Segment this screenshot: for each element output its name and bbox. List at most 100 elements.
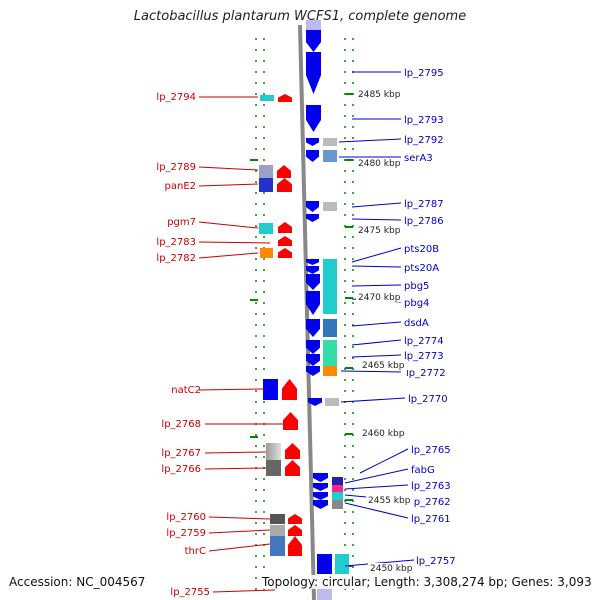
track-dotted-lines bbox=[255, 38, 354, 595]
leader-line bbox=[198, 388, 264, 391]
leader-line bbox=[359, 448, 409, 474]
gene-label-lp_2772[interactable]: lp_2772 bbox=[406, 368, 446, 379]
gene-block bbox=[323, 150, 337, 162]
gene-label-lp_2787[interactable]: lp_2787 bbox=[404, 199, 444, 210]
gene-label-pbg4[interactable]: pbg4 bbox=[404, 298, 429, 309]
gene-block bbox=[332, 492, 343, 500]
leader-line bbox=[204, 467, 267, 470]
gene-label-lp_2789[interactable]: lp_2789 bbox=[156, 162, 196, 173]
gene-block bbox=[263, 379, 278, 400]
gene-block bbox=[260, 95, 274, 101]
gene-label-lp_2768[interactable]: lp_2768 bbox=[161, 419, 201, 430]
gene-forward-arrow bbox=[278, 236, 292, 246]
gene-label-sera3[interactable]: serA3 bbox=[404, 153, 433, 164]
leader-line bbox=[344, 484, 409, 490]
gene-block bbox=[323, 292, 337, 314]
label-leaders bbox=[198, 71, 415, 593]
leader-line bbox=[212, 589, 276, 593]
gene-reverse-arrow bbox=[306, 366, 320, 376]
gene-label-pts20a[interactable]: pts20A bbox=[404, 263, 439, 274]
gene-reverse-arrow bbox=[308, 398, 322, 406]
gene-block bbox=[323, 202, 337, 211]
leader-line bbox=[208, 543, 271, 552]
gene-label-lp_2755[interactable]: lp_2755 bbox=[170, 587, 210, 598]
gene-forward-arrow bbox=[283, 412, 298, 430]
gene-block bbox=[323, 340, 337, 354]
kbp-label: 2455 kbp bbox=[368, 496, 411, 506]
gene-reverse-arrow bbox=[306, 214, 319, 222]
gene-label-lp_2774[interactable]: lp_2774 bbox=[404, 336, 444, 347]
gene-block bbox=[332, 477, 343, 485]
chromosome-backbone bbox=[298, 24, 316, 600]
gene-label-pts20b[interactable]: pts20B bbox=[404, 244, 439, 255]
gene-block bbox=[259, 223, 273, 234]
gene-reverse-arrow bbox=[306, 105, 321, 132]
leader-line bbox=[204, 451, 267, 454]
gene-block bbox=[335, 554, 349, 574]
gene-reverse-arrow bbox=[313, 492, 328, 500]
leader-line bbox=[351, 321, 402, 327]
leader-line bbox=[344, 502, 409, 519]
leader-line bbox=[340, 370, 402, 373]
kbp-label: 2460 kbp bbox=[362, 429, 405, 439]
gene-block bbox=[270, 536, 285, 556]
gene-label-natc2[interactable]: natC2 bbox=[171, 385, 201, 396]
gene-label-lp_2786[interactable]: lp_2786 bbox=[404, 216, 444, 227]
gene-blocks bbox=[259, 20, 349, 600]
gene-reverse-arrow bbox=[306, 274, 320, 290]
gene-label-lp_2759[interactable]: lp_2759 bbox=[166, 528, 206, 539]
gene-label-lp_2757[interactable]: lp_2757 bbox=[416, 556, 456, 567]
kbp-label-bg bbox=[356, 158, 404, 168]
gene-block bbox=[323, 138, 337, 146]
gene-reverse-arrow bbox=[313, 483, 328, 491]
gene-label-lp_2773[interactable]: lp_2773 bbox=[404, 351, 444, 362]
gene-label-lp_2761[interactable]: lp_2761 bbox=[411, 514, 451, 525]
gene-reverse-arrow bbox=[306, 150, 319, 162]
gene-label-lp_2770[interactable]: lp_2770 bbox=[408, 394, 448, 405]
gene-label-pane2[interactable]: panE2 bbox=[165, 181, 197, 192]
topology-label: Topology: circular; Length: 3,308,274 bp… bbox=[262, 575, 592, 589]
gene-forward-arrow bbox=[278, 94, 292, 102]
gene-forward-arrow bbox=[288, 514, 302, 524]
leader-line bbox=[351, 218, 402, 221]
gene-block bbox=[259, 165, 273, 178]
leader-line bbox=[338, 138, 402, 143]
gene-labels[interactable]: lp_2794 lp_2789 panE2 pgm7 lp_2783 lp_2782nat… bbox=[156, 68, 455, 598]
kbp-label-bg bbox=[360, 428, 408, 438]
gene-label-lp_2767[interactable]: lp_2767 bbox=[161, 448, 201, 459]
kbp-label-bg bbox=[356, 292, 404, 302]
gene-label-lp_2782[interactable]: lp_2782 bbox=[156, 253, 196, 264]
gene-label-lp_2760[interactable]: lp_2760 bbox=[166, 512, 206, 523]
gene-block bbox=[332, 500, 343, 509]
kbp-label-bg bbox=[366, 495, 414, 505]
gene-forward-arrow bbox=[278, 222, 292, 233]
gene-forward-arrow bbox=[277, 165, 291, 178]
gene-reverse-arrow bbox=[313, 473, 328, 482]
gene-block bbox=[266, 443, 281, 460]
gene-forward-arrow bbox=[285, 460, 300, 476]
kbp-label: 2475 kbp bbox=[358, 226, 401, 236]
gene-label-dsda[interactable]: dsdA bbox=[404, 318, 429, 329]
chromosome-line bbox=[298, 24, 316, 600]
gene-label-lp_2766[interactable]: lp_2766 bbox=[161, 464, 201, 475]
leader-line bbox=[351, 284, 402, 287]
gene-label-pgm7[interactable]: pgm7 bbox=[167, 217, 196, 228]
gene-block bbox=[270, 514, 285, 524]
gene-label-lp_2762[interactable]: lp_2762 bbox=[411, 497, 451, 508]
gene-label-lp_2795[interactable]: lp_2795 bbox=[404, 68, 444, 79]
gene-reverse-arrow bbox=[306, 259, 319, 265]
gene-label-fabg[interactable]: fabG bbox=[411, 465, 435, 476]
leader-line bbox=[351, 265, 402, 268]
gene-label-lp_2765[interactable]: lp_2765 bbox=[411, 445, 451, 456]
gene-label-lp_2793[interactable]: lp_2793 bbox=[404, 115, 444, 126]
gene-reverse-arrow bbox=[306, 319, 320, 337]
gene-reverse-arrow bbox=[313, 500, 328, 509]
gene-label-thrc[interactable]: thrC bbox=[185, 546, 206, 557]
gene-label-lp_2763[interactable]: lp_2763 bbox=[411, 481, 451, 492]
gene-label-pbg5[interactable]: pbg5 bbox=[404, 281, 429, 292]
gene-label-lp_2783[interactable]: lp_2783 bbox=[156, 237, 196, 248]
gene-block bbox=[323, 259, 337, 276]
gene-label-lp_2794[interactable]: lp_2794 bbox=[156, 92, 196, 103]
gene-label-lp_2792[interactable]: lp_2792 bbox=[404, 135, 444, 146]
